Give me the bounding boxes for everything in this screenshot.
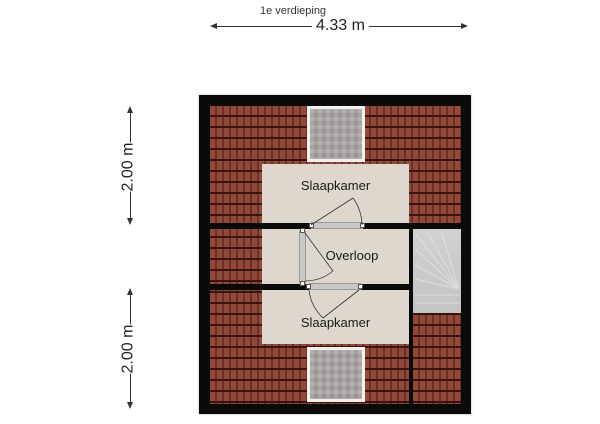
room-slaapkamer-bottom: Slaapkamer: [262, 290, 409, 344]
room-label: Slaapkamer: [300, 178, 371, 193]
arrow-right-icon: [461, 23, 468, 29]
width-dimension-label: 4.33 m: [312, 17, 369, 35]
door-post: [309, 223, 314, 228]
floor-title: 1e verdieping: [260, 5, 327, 17]
room-slaapkamer-top: Slaapkamer: [262, 164, 409, 223]
door-post: [300, 228, 305, 233]
wall-stair-left: [409, 229, 413, 404]
skylight-top: [307, 106, 365, 162]
floor-plan: Slaapkamer Overloop Slaapkamer: [199, 95, 471, 414]
skylight-bottom: [307, 347, 365, 402]
arrow-up-icon: [127, 106, 133, 113]
staircase[interactable]: [413, 229, 461, 313]
arrow-up-icon: [127, 288, 133, 295]
door-post: [300, 281, 305, 286]
door-swing-icon: [308, 289, 360, 319]
door-post: [358, 284, 363, 289]
stairs-icon: [414, 230, 460, 304]
arrow-left-icon: [210, 23, 217, 29]
door-post: [306, 284, 311, 289]
room-label: Overloop: [325, 248, 379, 263]
door-post: [360, 223, 365, 228]
arrow-down-icon: [127, 218, 133, 225]
height-dimension-label-top: 2.00 m: [117, 142, 140, 192]
height-dimension-label-bottom: 2.00 m: [117, 324, 140, 374]
room-overloop: Overloop: [262, 229, 409, 284]
door-swing-icon: [310, 197, 363, 226]
door-swing-icon: [304, 232, 334, 282]
room-label: Slaapkamer: [300, 315, 371, 330]
arrow-down-icon: [127, 402, 133, 409]
